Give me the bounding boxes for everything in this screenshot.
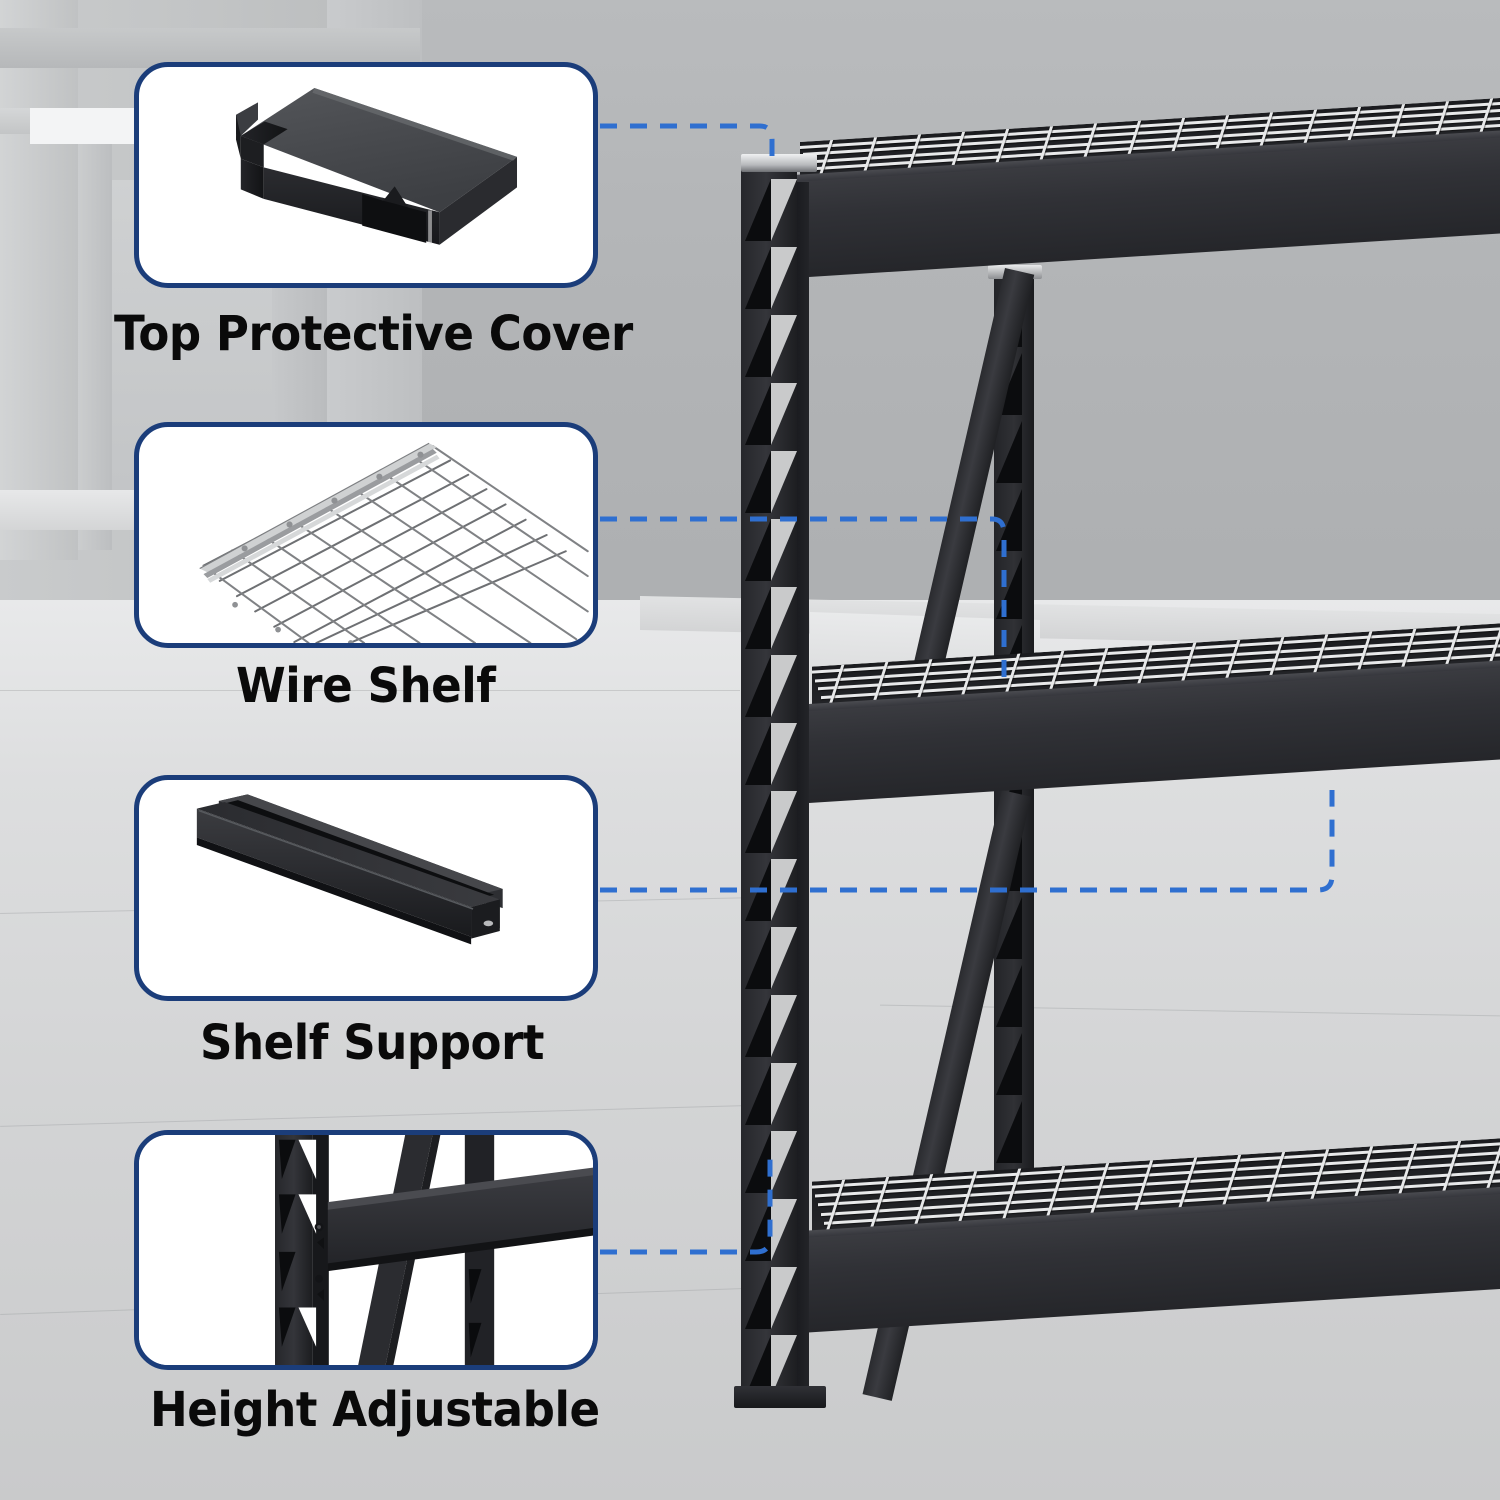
callout-label-top-protective-cover: Top Protective Cover <box>114 306 633 362</box>
post-slot <box>745 791 771 853</box>
post-slot <box>745 655 771 717</box>
top-protective-cover-illustration <box>236 88 518 245</box>
post-slot <box>771 315 797 377</box>
post-slot <box>771 995 797 1057</box>
height-adjustable-illustration <box>139 1135 593 1365</box>
concrete-column-a <box>0 0 78 560</box>
post-slot <box>745 1063 771 1125</box>
wire-shelf-illustration <box>199 442 589 643</box>
post-slot <box>771 723 797 785</box>
post-slot <box>996 557 1022 619</box>
callout-card-wire-shelf[interactable] <box>134 422 598 648</box>
post-slot <box>771 1199 797 1261</box>
post-slot <box>745 1131 771 1193</box>
post-slot <box>771 1267 797 1329</box>
post-slot <box>745 1199 771 1261</box>
front-post-slots <box>741 165 797 1400</box>
post-slot <box>996 489 1022 551</box>
post-slot <box>771 655 797 717</box>
post-slot <box>771 1063 797 1125</box>
wall-opening-a <box>30 108 150 144</box>
post-slot <box>745 247 771 309</box>
post-slot <box>771 1131 797 1193</box>
post-slot <box>745 995 771 1057</box>
post-slot <box>771 247 797 309</box>
post-slot <box>996 1033 1022 1095</box>
top-protective-cover-on-post <box>741 154 817 172</box>
post-slot <box>996 965 1022 1027</box>
callout-label-wire-shelf: Wire Shelf <box>236 658 496 714</box>
post-slot <box>771 791 797 853</box>
post-slot <box>745 587 771 649</box>
post-slot <box>745 383 771 445</box>
callout-label-shelf-support: Shelf Support <box>200 1015 544 1071</box>
post-slot <box>745 451 771 513</box>
post-slot <box>745 179 771 241</box>
post-slot <box>771 927 797 989</box>
shelf-support-illustration <box>196 794 503 945</box>
post-slot <box>771 859 797 921</box>
post-slot <box>996 1101 1022 1163</box>
concrete-column-b <box>78 120 112 550</box>
post-slot <box>771 587 797 649</box>
post-slot <box>771 451 797 513</box>
post-slot <box>771 383 797 445</box>
callout-card-top-protective-cover[interactable] <box>134 62 598 288</box>
front-post-foot-plate <box>734 1386 826 1408</box>
post-slot <box>771 519 797 581</box>
post-slot <box>745 315 771 377</box>
post-slot <box>745 1267 771 1329</box>
callout-card-shelf-support[interactable] <box>134 775 598 1001</box>
post-slot <box>745 723 771 785</box>
post-slot <box>745 519 771 581</box>
front-left-post <box>741 165 797 1400</box>
post-slot <box>996 421 1022 483</box>
callout-card-height-adjustable[interactable] <box>134 1130 598 1370</box>
post-slot <box>745 859 771 921</box>
concrete-beam-top <box>0 28 420 68</box>
floor-seam <box>0 690 740 691</box>
post-slot <box>771 179 797 241</box>
callout-label-height-adjustable: Height Adjustable <box>150 1382 600 1438</box>
post-slot <box>745 927 771 989</box>
